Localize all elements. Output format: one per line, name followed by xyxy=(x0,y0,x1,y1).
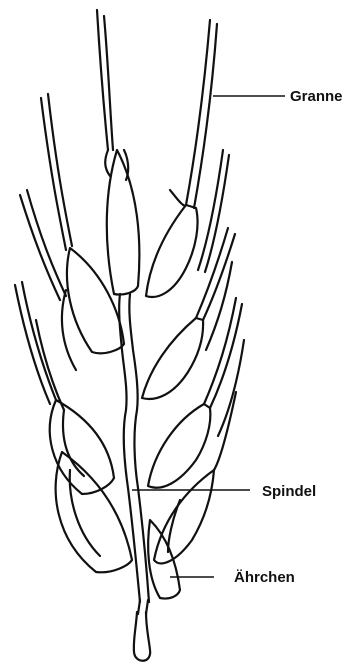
left-spikelets-middle xyxy=(15,282,114,494)
stem xyxy=(134,600,150,661)
right-spikelets-upper xyxy=(142,228,235,399)
right-spikelets-middle xyxy=(148,298,244,488)
label-spindel: Spindel xyxy=(262,483,316,500)
left-spikelet-lower xyxy=(56,452,132,572)
label-aehrchen: Ährchen xyxy=(234,569,295,586)
awn-granne xyxy=(146,20,229,297)
spikelet-top xyxy=(97,10,139,295)
left-spikelets-upper xyxy=(20,94,124,370)
label-granne: Granne xyxy=(290,88,343,105)
